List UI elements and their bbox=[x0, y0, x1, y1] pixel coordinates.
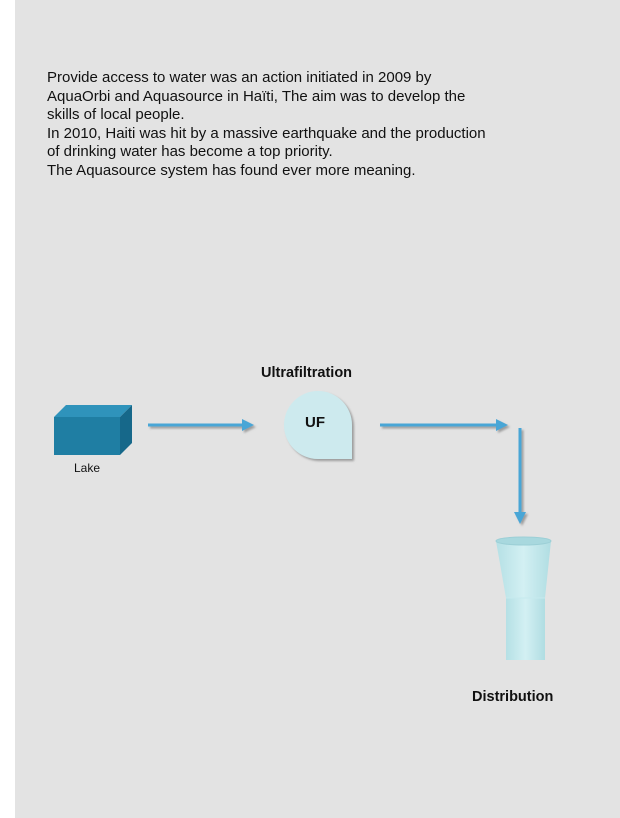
arrow-lake-to-uf bbox=[148, 419, 254, 431]
distribution-label: Distribution bbox=[472, 689, 554, 705]
lake-label: Lake bbox=[74, 461, 101, 475]
intro-line: skills of local people. bbox=[47, 106, 185, 123]
uf-abbreviation: UF bbox=[305, 414, 325, 431]
intro-line: The Aquasource system has found ever mor… bbox=[47, 161, 416, 179]
lake-icon bbox=[54, 405, 132, 455]
intro-line: of drinking water has become a top prior… bbox=[47, 143, 333, 160]
intro-line: Provide access to water was an action in… bbox=[47, 69, 432, 86]
uf-unit-icon bbox=[284, 391, 352, 459]
intro-text: Provide access to water was an action in… bbox=[47, 69, 607, 180]
ultrafiltration-title: Ultrafiltration bbox=[261, 365, 353, 381]
intro-line: In 2010, Haiti was hit by a massive eart… bbox=[47, 124, 486, 142]
arrow-uf-to-distribution bbox=[380, 419, 508, 431]
arrow-down-to-glass bbox=[514, 428, 526, 524]
intro-line: AquaOrbi and Aquasource in Haïti, The ai… bbox=[47, 87, 466, 105]
glass-icon bbox=[495, 536, 552, 660]
